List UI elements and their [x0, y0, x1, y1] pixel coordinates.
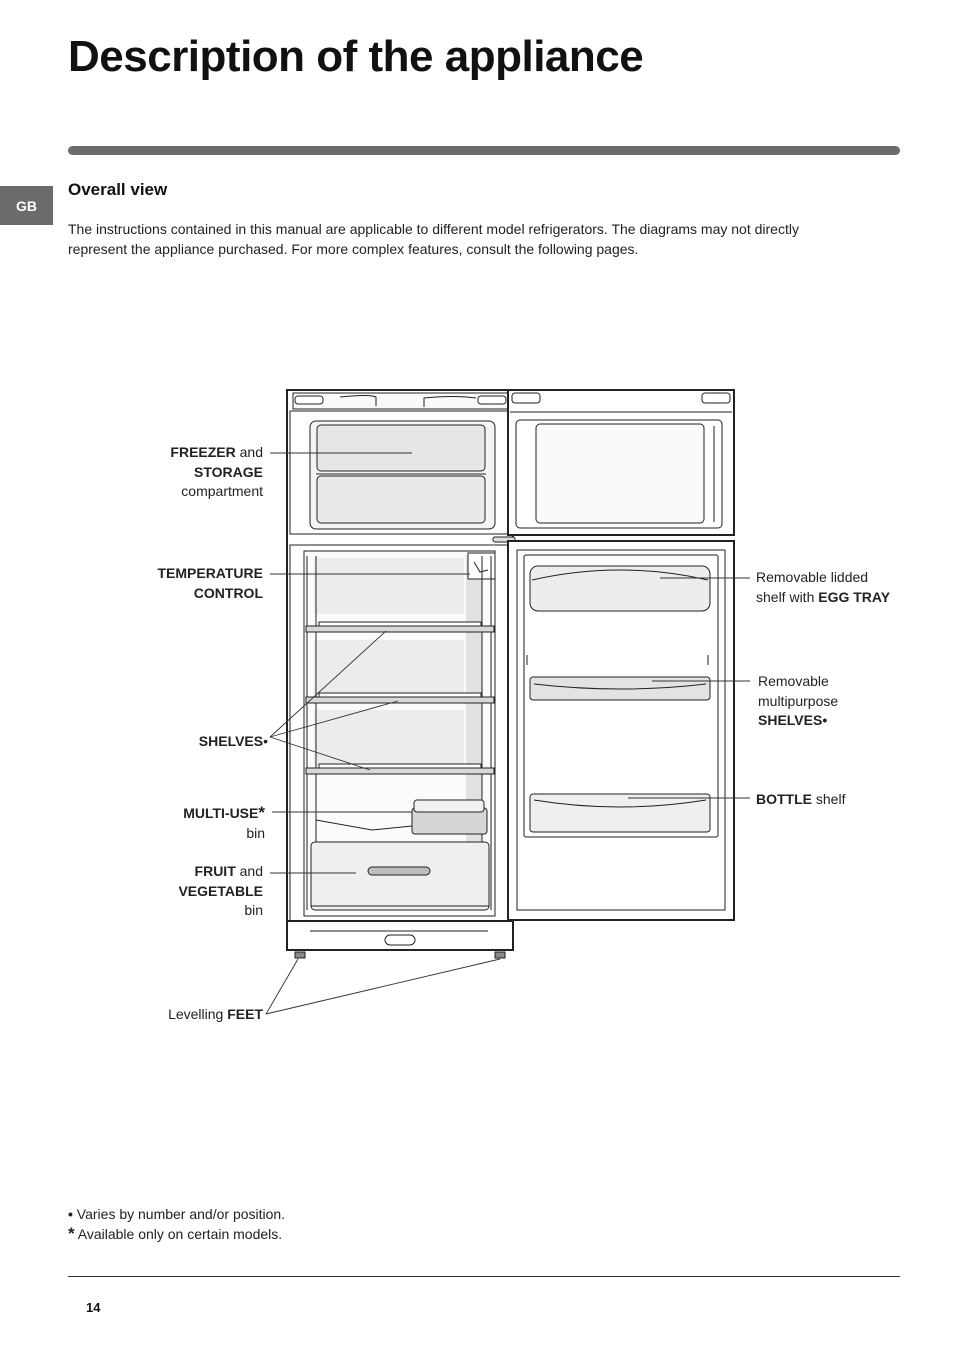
label-egg-tray-shelf: Removable lidded shelf with EGG TRAY [756, 569, 891, 605]
leader-shelves-1 [269, 630, 387, 738]
leader-feet-1 [265, 958, 299, 1015]
section-title: Overall view [68, 180, 168, 199]
footnotes: • Varies by number and/or position. * Av… [68, 1204, 285, 1244]
label-multi-use-bin: MULTI-USE* bin [183, 803, 265, 841]
fridge-shelf-1 [305, 625, 495, 633]
intro-paragraph: The instructions contained in this manua… [68, 221, 799, 257]
door-egg-tray-shelf [529, 565, 711, 612]
page-title: Description of the appliance [68, 32, 644, 81]
label-bottle-shelf: BOTTLE shelf [756, 791, 846, 807]
label-fruit-vegetable-bin: FRUIT and VEGETABLE bin [178, 863, 263, 918]
fridge-shelf-2 [305, 696, 495, 704]
footer-rule [68, 1276, 900, 1277]
label-freezer-storage: FREEZER and STORAGE compartment [170, 444, 263, 499]
door-bottle-shelf [529, 793, 711, 833]
label-door-shelves: Removable multipurpose SHELVES• [758, 673, 839, 728]
right-foot [494, 951, 506, 959]
leader-shelves-2 [269, 700, 399, 738]
label-temperature-control: TEMPERATURE CONTROL [157, 565, 263, 601]
footnote-varies: • Varies by number and/or position. [68, 1206, 286, 1222]
footnote-available: * Available only on certain models. [68, 1224, 283, 1243]
label-levelling-feet: Levelling FEET [168, 1006, 263, 1022]
label-shelves: SHELVES• [198, 733, 268, 749]
page-number: 14 [86, 1300, 101, 1315]
left-foot [294, 951, 306, 959]
language-tab: GB [0, 186, 53, 225]
fridge-shelf-3 [305, 767, 495, 775]
title-rule [68, 146, 900, 155]
leader-feet-2 [265, 958, 501, 1015]
fruit-vegetable-bin [310, 841, 490, 911]
leader-shelves-3 [269, 736, 371, 771]
